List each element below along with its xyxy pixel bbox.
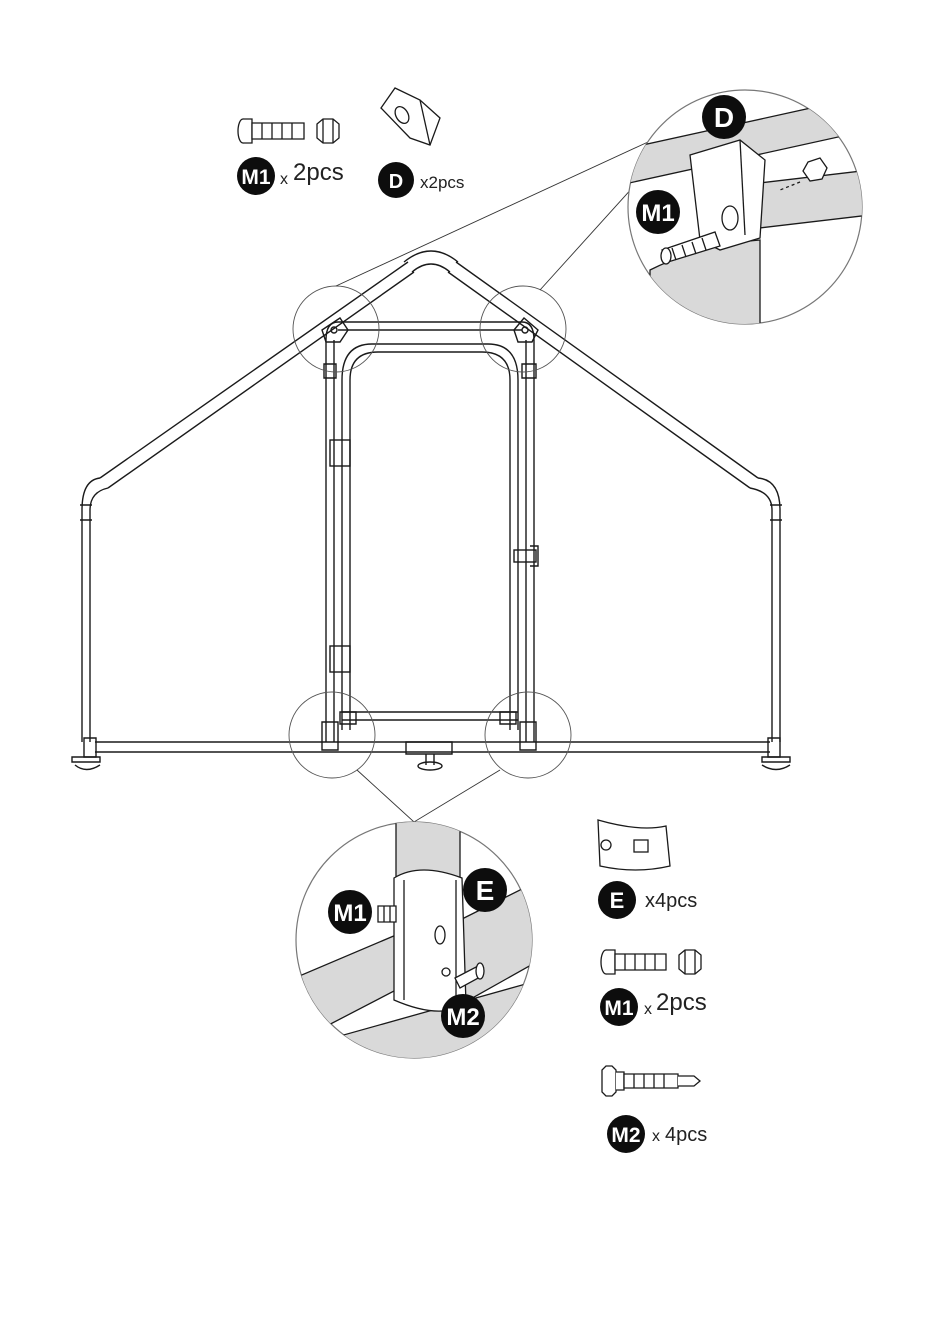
- badge-m1-right-label: M1: [604, 997, 633, 1020]
- d-top-qty: x2pcs: [420, 173, 464, 192]
- part-e: E x4pcs: [598, 820, 697, 919]
- part-d: D x2pcs: [378, 88, 464, 198]
- badge-m2-right-label: M2: [611, 1124, 640, 1147]
- m2-right-qty: 4pcs: [665, 1124, 707, 1146]
- m1-right-qty: 2pcs: [656, 989, 707, 1016]
- badge-d-top-label: D: [389, 171, 403, 193]
- m1-top-qty: 2pcs: [293, 159, 344, 186]
- detail-bottom-zoom: M1 E M2: [290, 820, 540, 1060]
- nut-icon: [317, 119, 339, 143]
- bracket-e-icon: [598, 820, 670, 870]
- greenhouse-frame: [72, 251, 790, 770]
- part-m1-right: M1 x 2pcs: [600, 950, 707, 1026]
- part-m1-top: M1 x 2pcs: [237, 119, 344, 195]
- detail-bottom-badge-m1-label: M1: [333, 900, 366, 927]
- m1-top-qty-prefix: x: [280, 171, 288, 188]
- callout-circles: [289, 286, 571, 778]
- bracket-d-icon: [381, 88, 440, 145]
- screw-icon: [602, 1066, 700, 1096]
- detail-top-badge-m1-label: M1: [641, 200, 674, 227]
- m1-right-qty-prefix: x: [644, 1001, 652, 1018]
- e-right-qty: x4pcs: [645, 890, 697, 912]
- badge-m1-top-label: M1: [241, 166, 270, 189]
- detail-top-zoom: D M1: [620, 90, 870, 330]
- nut-icon: [679, 950, 701, 974]
- detail-bottom-badge-m2-label: M2: [446, 1004, 479, 1031]
- detail-top-badge-d-label: D: [714, 102, 734, 133]
- part-m2: M2 x 4pcs: [602, 1066, 707, 1153]
- bolt-icon: [601, 950, 666, 974]
- bolt-icon: [238, 119, 304, 143]
- m2-right-qty-prefix: x: [652, 1128, 660, 1145]
- badge-e-right-label: E: [610, 888, 625, 913]
- detail-bottom-badge-e-label: E: [476, 875, 495, 906]
